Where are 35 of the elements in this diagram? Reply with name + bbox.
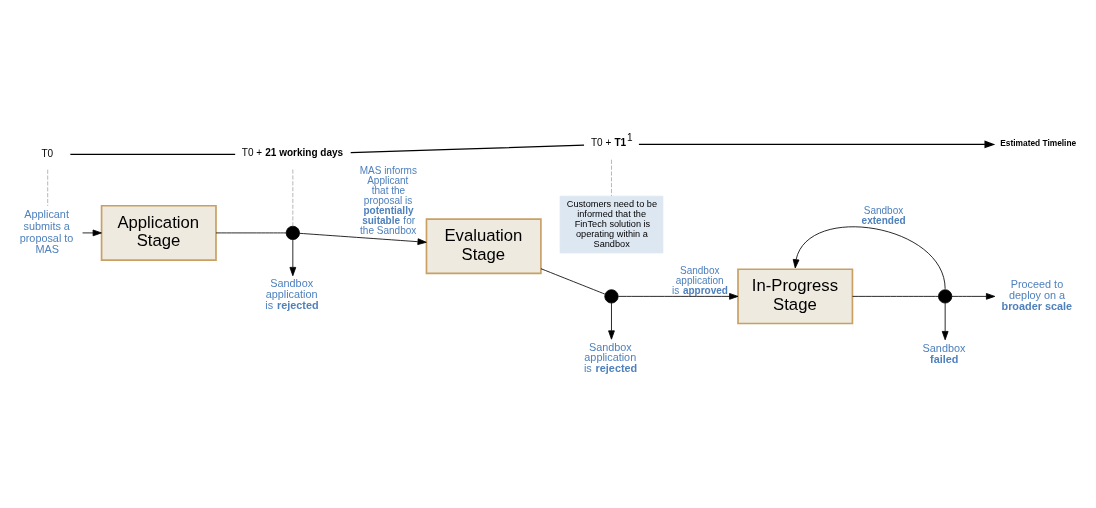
node-box: Customers need to be informed that the FinTech solution is operating within a Sandbox bbox=[559, 195, 664, 254]
node-text: T0 + 21 working days bbox=[241, 147, 344, 159]
arrow bbox=[951, 293, 996, 300]
connector bbox=[350, 144, 585, 154]
connector bbox=[540, 268, 606, 295]
connector bbox=[292, 169, 294, 227]
edge-label: Sandbox application is approved bbox=[672, 264, 728, 296]
arrow bbox=[792, 226, 946, 290]
connector bbox=[611, 159, 612, 197]
node-text: Sandbox application is rejected bbox=[265, 277, 319, 311]
node-text: Applicant submits a proposal to MAS bbox=[19, 208, 74, 256]
arrow bbox=[941, 302, 949, 341]
node-box: Evaluation Stage bbox=[425, 218, 542, 275]
node-box: Application Stage bbox=[100, 204, 217, 261]
node-circle bbox=[285, 225, 300, 240]
arrow bbox=[608, 302, 615, 340]
arrow bbox=[289, 239, 297, 277]
arrow bbox=[617, 293, 739, 300]
node-circle bbox=[938, 289, 953, 304]
node-circle bbox=[604, 289, 619, 304]
node-text: Sandbox application is rejected bbox=[583, 340, 638, 375]
node-text: Estimated Timeline bbox=[1000, 137, 1077, 148]
edge-label: MAS informs Applicant that the proposal is potentially suitable for the Sandbox bbox=[359, 165, 417, 237]
node-text: Proceed to deploy on a broader scale bbox=[1001, 277, 1073, 312]
arrow bbox=[82, 229, 102, 237]
edge-label: Sandbox extended bbox=[861, 205, 906, 227]
arrow bbox=[299, 232, 427, 245]
connector bbox=[47, 169, 49, 207]
node-text: Sandbox failed bbox=[922, 341, 966, 365]
node-text: T0 bbox=[41, 147, 54, 159]
node-box: In-Progress Stage bbox=[737, 268, 854, 325]
connector bbox=[69, 153, 236, 156]
connector bbox=[852, 295, 939, 297]
connector bbox=[215, 232, 287, 234]
arrow bbox=[638, 140, 996, 149]
